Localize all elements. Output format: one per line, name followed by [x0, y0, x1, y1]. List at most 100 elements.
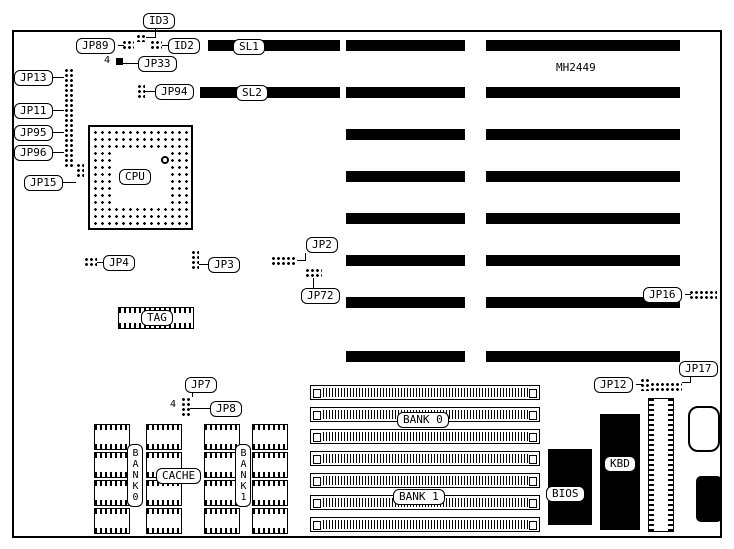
jp17-leader: [682, 382, 690, 383]
jp3-pins: [191, 250, 199, 270]
isa-slot: [486, 87, 680, 98]
sl2-slot-segment: [200, 87, 340, 98]
cache-chip: [94, 508, 130, 534]
label-jp13: JP13: [14, 70, 53, 86]
cache-chip: [252, 508, 288, 534]
cache-chip: [252, 424, 288, 450]
jp12-leader: [636, 384, 642, 385]
label-cpu: CPU: [119, 169, 151, 185]
label-jp12: JP12: [594, 377, 633, 393]
jp89-pins: [122, 40, 134, 50]
label-kbd: KBD: [604, 456, 636, 472]
label-jp8: JP8: [210, 401, 242, 417]
jp16-pins: [689, 290, 717, 300]
id2-pins: [150, 40, 162, 50]
isa-slot: [486, 213, 680, 224]
isa-slot: [346, 171, 465, 182]
label-tag: TAG: [141, 310, 173, 326]
id3-leader: [155, 29, 156, 37]
cache-chip: [204, 424, 240, 450]
simm-socket: [310, 517, 540, 532]
sl1-slot-segment: [208, 40, 340, 51]
jp33-leader: [123, 63, 138, 64]
label-jp89: JP89: [76, 38, 115, 54]
jp94-leader: [145, 91, 155, 92]
label-cache: CACHE: [156, 468, 202, 484]
jp15-pins: [76, 163, 84, 179]
jp96-leader: [52, 152, 64, 153]
label-jp4: JP4: [103, 255, 135, 271]
jp11-leader: [52, 110, 64, 111]
label-jp95: JP95: [14, 125, 53, 141]
cache-chip: [146, 480, 182, 506]
isa-slot: [346, 129, 465, 140]
label-pin4-top: 4: [104, 55, 111, 66]
label-jp15: JP15: [24, 175, 63, 191]
label-jp33: JP33: [138, 56, 177, 72]
jp4-pins: [84, 257, 97, 268]
cache-chip: [146, 508, 182, 534]
isa-slot: [346, 213, 465, 224]
isa-slot: [486, 297, 680, 308]
cache-chip: [252, 452, 288, 478]
cache-chip: [252, 480, 288, 506]
dip-socket: [648, 398, 674, 532]
jp8-leader: [190, 408, 210, 409]
jp95-leader: [52, 132, 64, 133]
cache-chip: [94, 480, 130, 506]
simm-socket: [310, 385, 540, 400]
cache-chip: [94, 424, 130, 450]
id3-pins: [136, 34, 146, 42]
simm-socket: [310, 429, 540, 444]
label-jp16: JP16: [643, 287, 682, 303]
keyboard-din-connector: [688, 406, 720, 452]
jp7-jp8-pins: [181, 397, 190, 417]
simm-socket: [310, 451, 540, 466]
label-jp7: JP7: [185, 377, 217, 393]
label-jp11: JP11: [14, 103, 53, 119]
board-outline: [12, 30, 722, 538]
isa-slot: [486, 40, 680, 51]
label-pin4-bottom: 4: [170, 399, 177, 410]
jp16-leader: [685, 294, 691, 295]
label-mem-bank0: BANK 0: [397, 412, 449, 428]
jp13-leader: [52, 77, 64, 78]
label-jp17: JP17: [679, 361, 718, 377]
jp94-pins: [137, 84, 145, 98]
label-id3: ID3: [143, 13, 175, 29]
jp72-pins: [305, 268, 322, 278]
label-jp2: JP2: [306, 237, 338, 253]
isa-slot: [486, 129, 680, 140]
isa-slot: [486, 171, 680, 182]
jp72-leader: [313, 278, 314, 288]
jp17-leader: [690, 377, 691, 383]
label-jp3: JP3: [208, 257, 240, 273]
label-jp94: JP94: [155, 84, 194, 100]
isa-slot: [346, 87, 465, 98]
jp17-pins: [650, 382, 682, 391]
cache-chip: [94, 452, 130, 478]
jp3-leader: [199, 264, 208, 265]
jp7-leader: [192, 393, 193, 397]
label-mem-bank1: BANK 1: [393, 489, 445, 505]
isa-slot: [346, 297, 465, 308]
id3-leader: [146, 37, 156, 38]
isa-slot: [486, 255, 680, 266]
jp89-leader: [118, 45, 124, 46]
cache-chip: [146, 424, 182, 450]
label-id2: ID2: [168, 38, 200, 54]
isa-slot: [346, 255, 465, 266]
label-sl2: SL2: [236, 85, 268, 101]
jp12-pins: [640, 378, 649, 391]
id2-leader: [162, 45, 168, 46]
label-sl1: SL1: [233, 39, 265, 55]
simm-socket: [310, 473, 540, 488]
label-jp72: JP72: [301, 288, 340, 304]
left-pin-header-strip: [64, 68, 73, 168]
label-bios: BIOS: [546, 486, 585, 502]
pin1-indicator-icon: [161, 156, 169, 164]
kbd-controller-chip: [600, 414, 640, 530]
label-cache-bank1: BANK1: [235, 444, 251, 507]
cache-chip: [204, 452, 240, 478]
